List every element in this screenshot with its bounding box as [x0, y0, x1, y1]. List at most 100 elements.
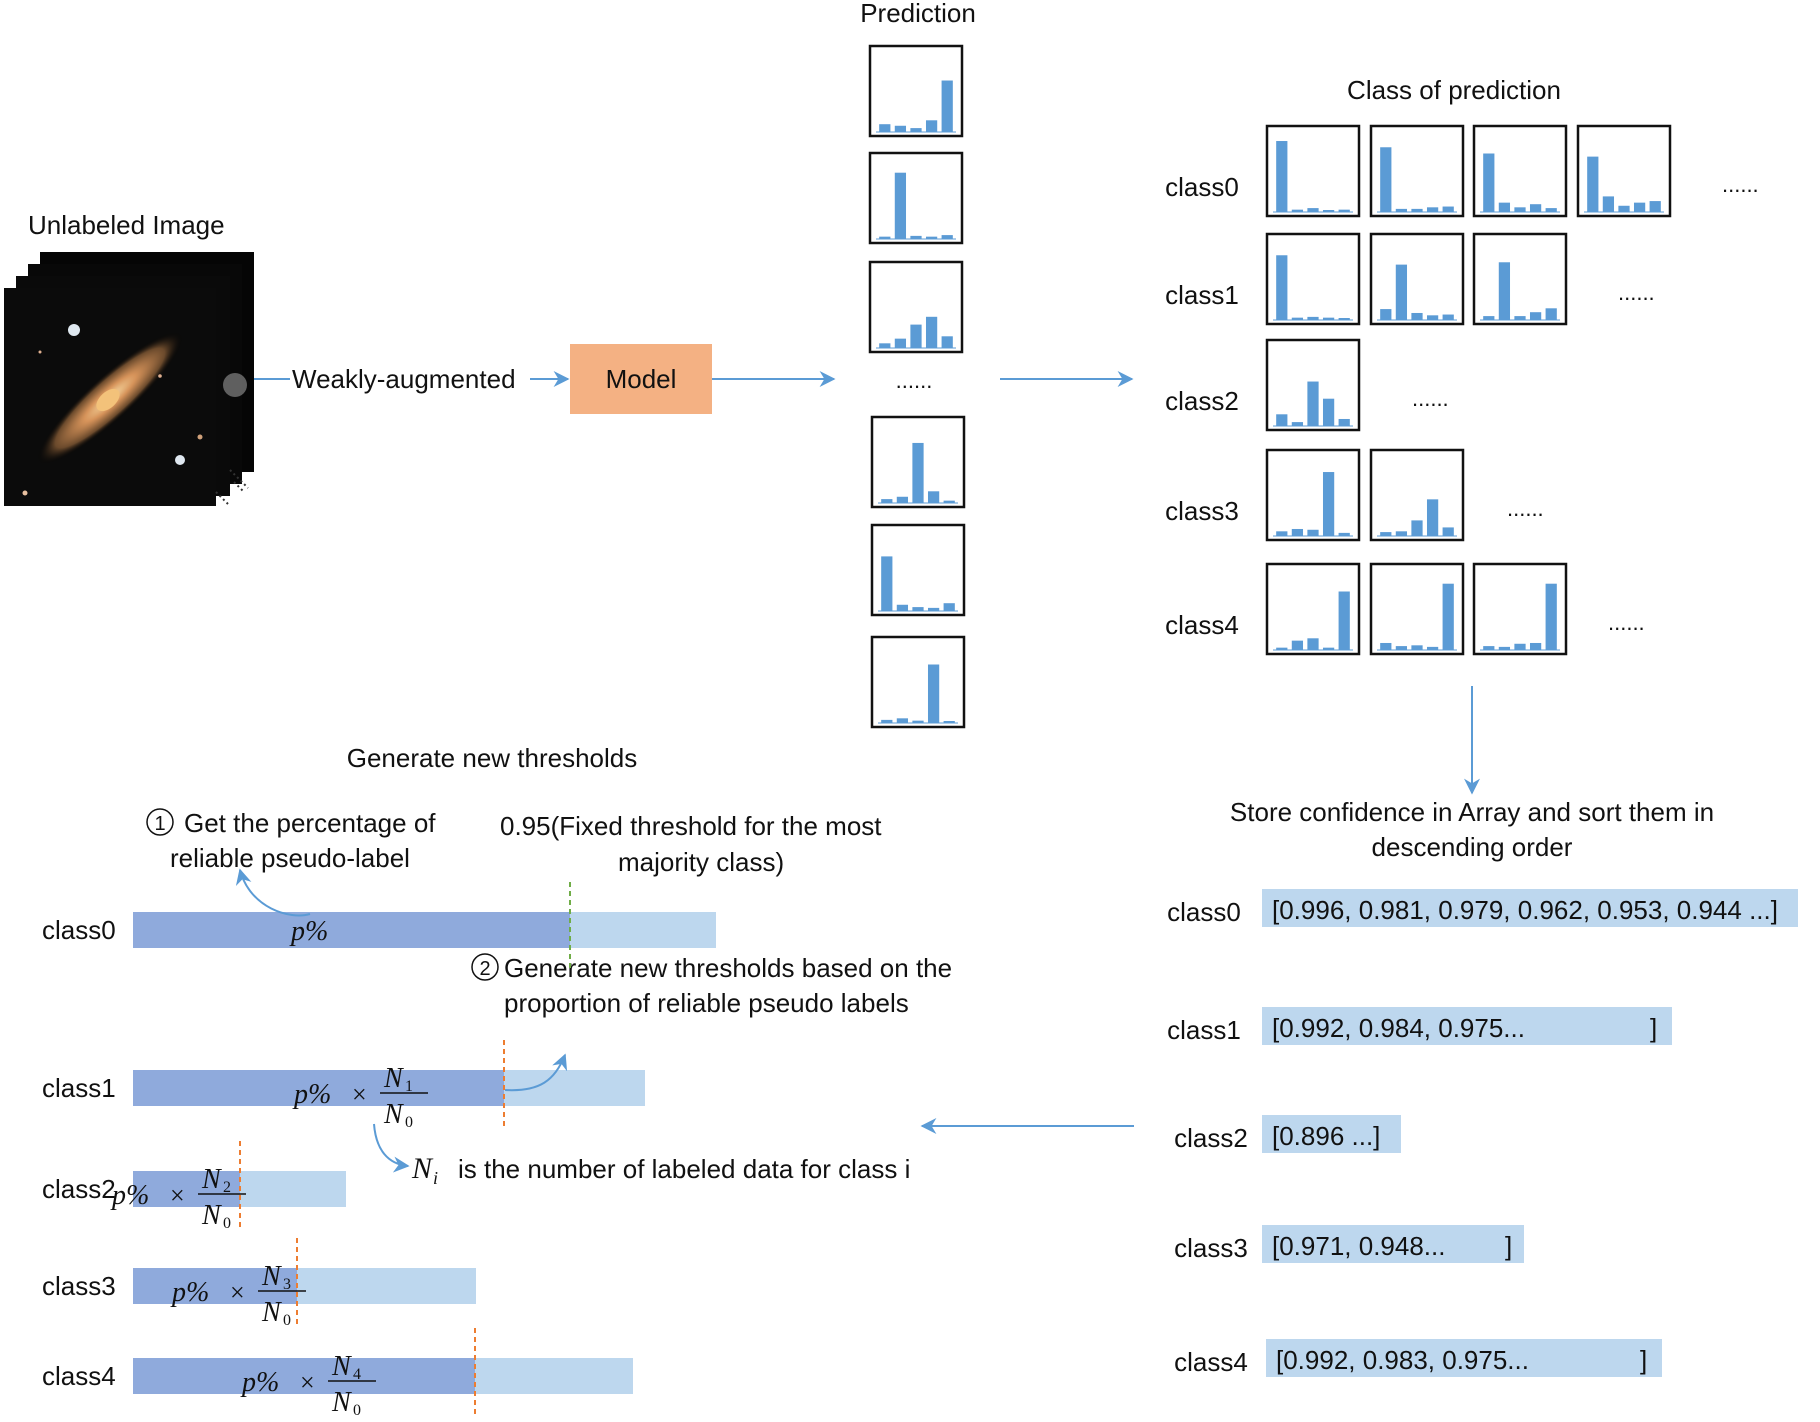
star	[68, 324, 80, 336]
times-sign: ×	[230, 1278, 245, 1307]
galaxy-core	[96, 388, 120, 412]
denominator-subscript: 0	[405, 1114, 413, 1131]
histogram-bar	[925, 316, 938, 348]
star	[38, 350, 42, 354]
numerator-subscript: 4	[353, 1366, 361, 1383]
histogram-bar	[1276, 414, 1288, 426]
histogram-bar	[1380, 642, 1392, 650]
histogram-bar	[1307, 529, 1319, 536]
curved-arrow-step2	[504, 1053, 568, 1092]
conf-array-close-bracket: ]	[1640, 1345, 1647, 1375]
class-row-label: class2	[1165, 386, 1239, 416]
histogram-bar	[1545, 583, 1557, 650]
p-percent: p%	[240, 1367, 279, 1398]
histogram-bar	[1618, 205, 1630, 212]
histogram-bar	[1338, 591, 1350, 650]
star	[223, 373, 247, 397]
histogram-bar	[1322, 317, 1335, 320]
class-histogram	[1369, 562, 1465, 656]
histogram-bar	[1307, 638, 1319, 650]
histogram-bar	[1529, 204, 1542, 212]
histogram-frame	[1369, 232, 1465, 326]
numerator-subscript: 1	[405, 1078, 413, 1095]
histogram-bar	[1426, 315, 1439, 320]
histogram-bar	[881, 719, 893, 723]
histogram-bar	[1276, 141, 1288, 212]
class-histogram	[1265, 338, 1361, 432]
histogram-bar	[1338, 318, 1350, 320]
step2-text-line2: proportion of reliable pseudo labels	[504, 988, 909, 1018]
class-row-label: class3	[1165, 496, 1239, 526]
class-row-label: class1	[1165, 280, 1239, 310]
conf-class-label: class1	[1167, 1015, 1241, 1045]
numerator-subscript: 3	[283, 1276, 291, 1293]
confidence-arrays: class0[0.996, 0.981, 0.979, 0.962, 0.953…	[1167, 889, 1798, 1377]
star	[175, 455, 185, 465]
histogram-bar	[1276, 255, 1288, 320]
histogram-bar	[1498, 202, 1511, 212]
histogram-bar	[927, 491, 940, 503]
class-histogram	[1265, 124, 1361, 218]
conf-array-text: [0.971, 0.948...	[1272, 1231, 1445, 1261]
conf-class-label: class3	[1174, 1233, 1248, 1263]
prediction-title: Prediction	[860, 0, 976, 28]
histogram-bar	[879, 236, 891, 239]
fraction-denominator: N	[261, 1297, 282, 1328]
histogram-bar	[1307, 316, 1319, 320]
class-histogram	[1472, 232, 1568, 326]
fixed-threshold-line2: majority class)	[618, 847, 784, 877]
histogram-bar	[1426, 207, 1439, 212]
prediction-histogram-2	[868, 260, 964, 354]
conf-class-label: class2	[1174, 1123, 1248, 1153]
model-box	[570, 344, 712, 414]
store-text-line2: descending order	[1372, 832, 1573, 862]
histogram-bar	[1291, 209, 1304, 212]
class-histogram	[1265, 448, 1361, 542]
class-histogram	[1472, 124, 1568, 218]
histogram-bar	[1291, 528, 1304, 536]
histogram-bar	[912, 720, 924, 723]
histogram-bar	[1442, 583, 1454, 650]
histogram-bar	[896, 496, 909, 503]
star	[158, 374, 162, 378]
histogram-bar	[1545, 208, 1557, 212]
class-of-prediction-title: Class of prediction	[1347, 75, 1561, 105]
threshold-class-label: class0	[42, 915, 116, 945]
conf-array-box	[1262, 1225, 1524, 1263]
histogram-bar	[1395, 646, 1408, 650]
threshold-class-label: class2	[42, 1174, 116, 1204]
histogram-bar	[879, 343, 891, 348]
histogram-bar	[894, 172, 907, 239]
conf-array-box	[1262, 889, 1798, 927]
histogram-bar	[1395, 531, 1408, 536]
prediction-histogram-3	[870, 415, 966, 509]
histogram-bar	[943, 603, 955, 611]
histogram-bar	[941, 235, 953, 239]
class-row-label: class4	[1165, 610, 1239, 640]
histogram-bar	[879, 124, 891, 132]
histogram-bar	[1322, 398, 1335, 426]
histogram-bar	[1291, 422, 1304, 426]
times-sign: ×	[300, 1368, 315, 1397]
histogram-bar	[1380, 309, 1392, 320]
histogram-bar	[1498, 646, 1511, 650]
numerator-subscript: 2	[223, 1179, 231, 1196]
histogram-bar	[1426, 499, 1439, 536]
conf-array-close-bracket: ]	[1650, 1013, 1657, 1043]
histogram-bar	[1291, 640, 1304, 650]
threshold-class-label: class4	[42, 1361, 116, 1391]
histogram-bar	[896, 604, 909, 611]
histogram-bar	[1426, 646, 1439, 650]
histogram-frame	[870, 635, 966, 729]
prediction-histograms	[868, 44, 966, 729]
conf-array-text: [0.996, 0.981, 0.979, 0.962, 0.953, 0.94…	[1272, 895, 1778, 925]
conf-array-text: [0.896 ...]	[1272, 1121, 1380, 1151]
class-row-ellipsis: ......	[1608, 610, 1645, 635]
fraction-denominator: N	[201, 1200, 222, 1231]
threshold-bar-reliable	[133, 1171, 240, 1207]
times-sign: ×	[170, 1181, 185, 1210]
histogram-bar	[941, 336, 953, 348]
conf-array-box	[1266, 1339, 1662, 1377]
histogram-bar	[941, 80, 953, 132]
